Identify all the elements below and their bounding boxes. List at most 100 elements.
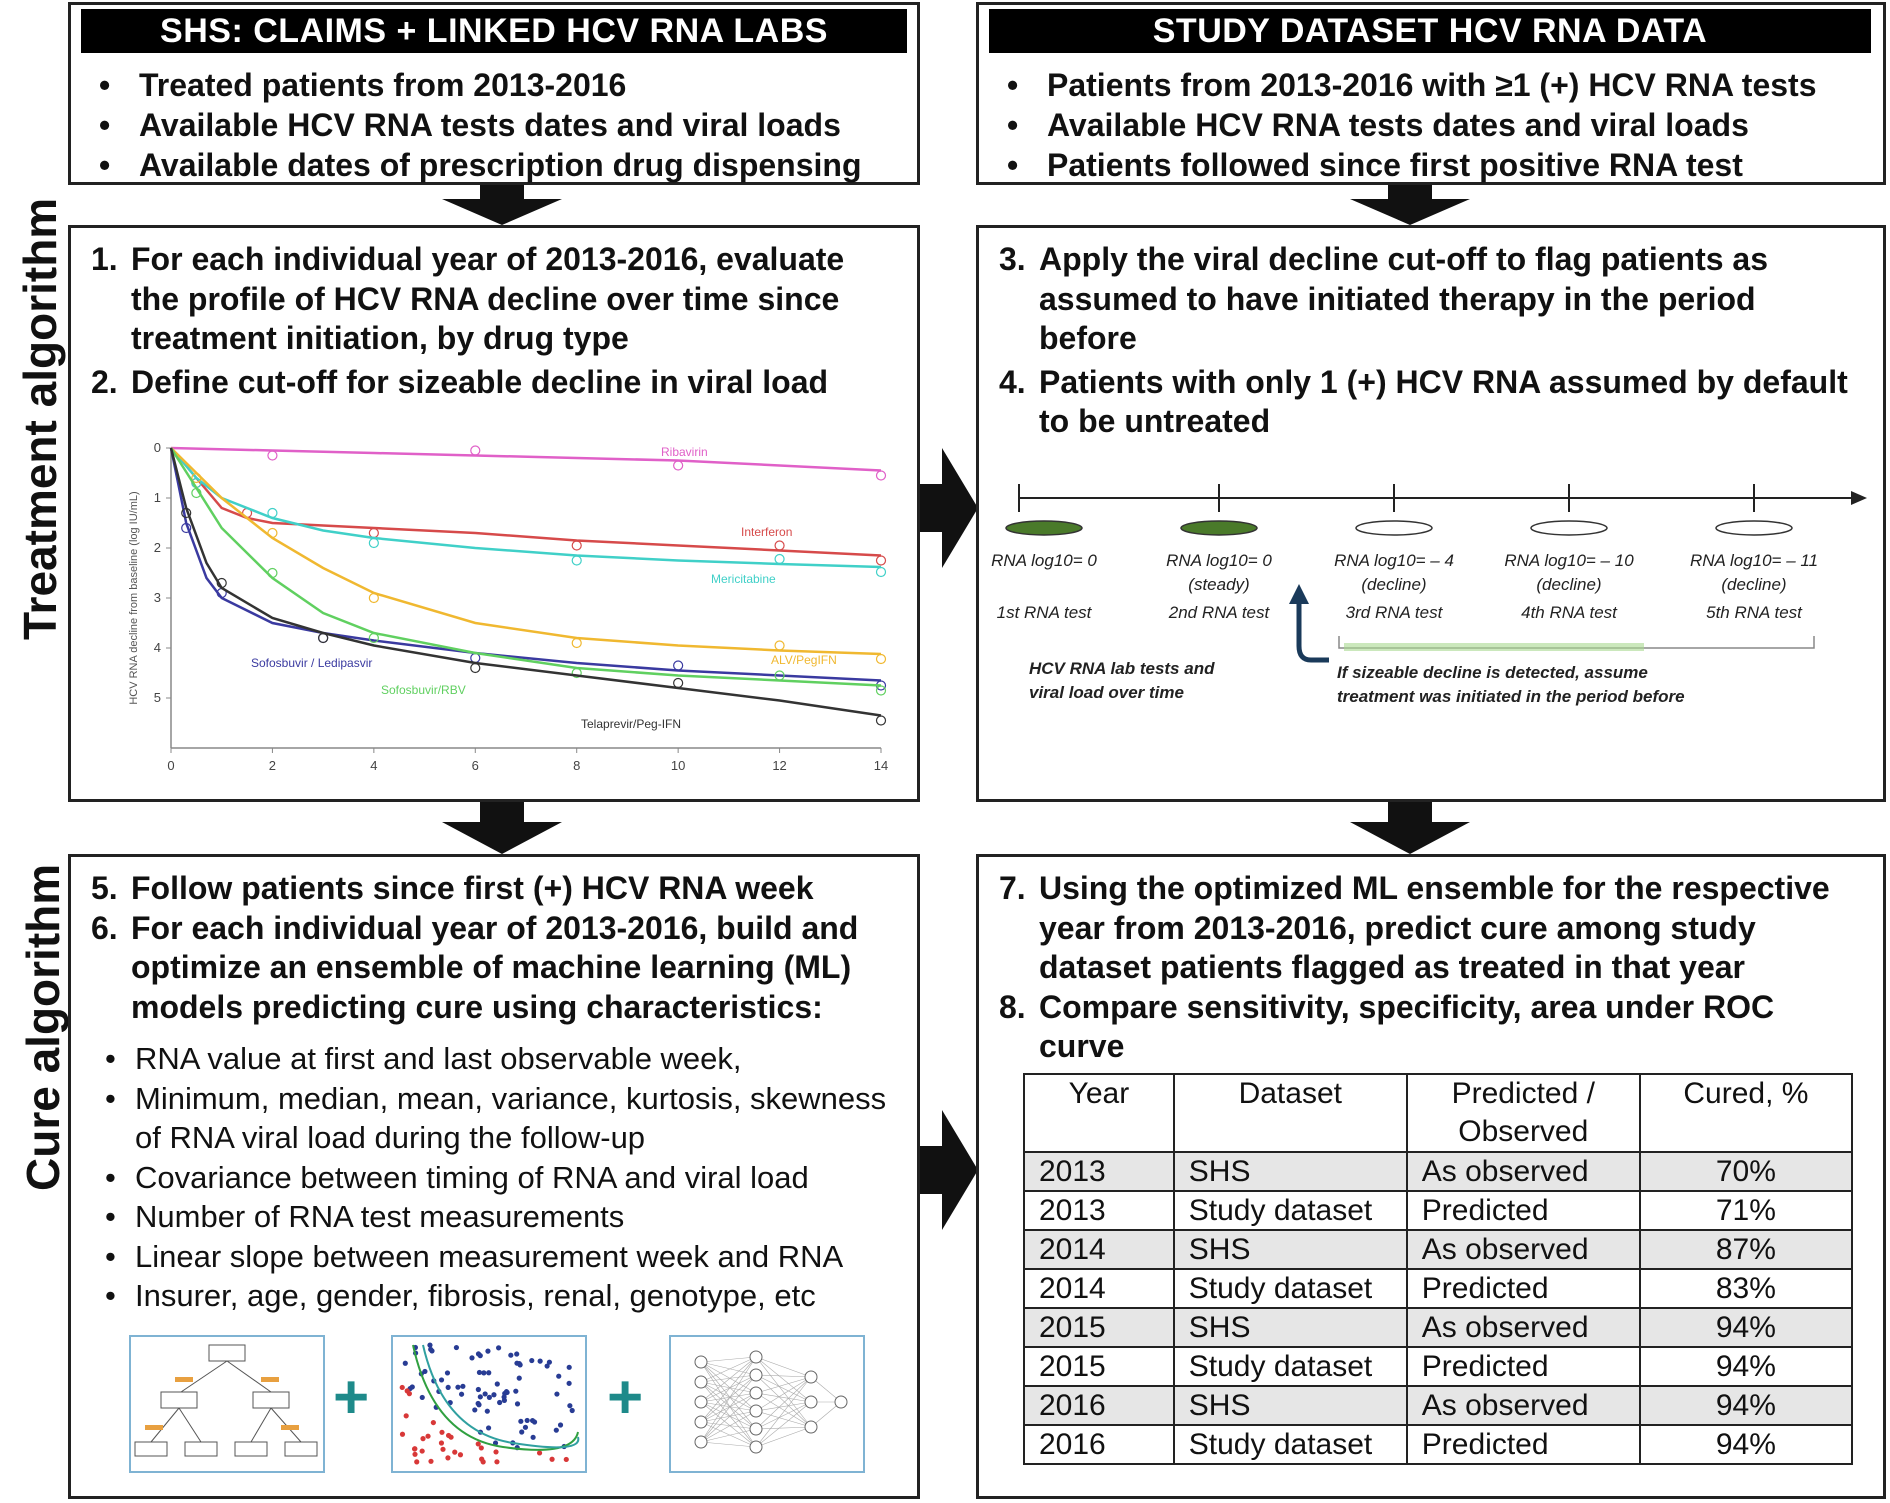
scatter-dot (486, 1370, 492, 1376)
scatter-dot (458, 1391, 465, 1397)
nn-edge (700, 1428, 757, 1443)
scatter-dot (485, 1425, 492, 1431)
x-tick-label: 12 (772, 758, 786, 773)
column-header: Dataset (1172, 1073, 1408, 1153)
nn-edge (700, 1361, 757, 1376)
scatter-dot (522, 1424, 529, 1430)
x-tick-label: 4 (370, 758, 377, 773)
scatter-dot (428, 1346, 434, 1353)
rna-test-label: 3rd RNA test (1346, 603, 1444, 622)
series-label: Telaprevir/Peg-IFN (581, 717, 681, 731)
scatter-dot (477, 1394, 483, 1400)
nn-edge (700, 1361, 757, 1448)
table-cell: 94% (1638, 1424, 1854, 1465)
nn-edge (700, 1361, 757, 1430)
scatter-dot (566, 1364, 572, 1370)
rna-test-label: 1st RNA test (997, 603, 1093, 622)
nn-edge (700, 1361, 757, 1394)
nn-edge (700, 1381, 757, 1412)
empty-test-marker (1355, 520, 1433, 536)
scatter-dot (519, 1429, 525, 1435)
data-point (470, 662, 481, 674)
scatter-dot (430, 1419, 436, 1426)
scatter-dot (457, 1452, 464, 1458)
nn-edge (755, 1374, 812, 1403)
scatter-dot (399, 1384, 405, 1391)
table-cell: As observed (1405, 1385, 1641, 1426)
data-point (774, 540, 785, 551)
series-label: Interferon (741, 525, 792, 539)
data-point (875, 555, 887, 566)
nn-edge (755, 1356, 812, 1428)
scatter-dot (517, 1362, 523, 1368)
scatter-dot (419, 1394, 425, 1401)
scatter-dot (494, 1381, 500, 1387)
scatter-dot (427, 1342, 433, 1348)
scatter-dot (530, 1434, 536, 1440)
table-cell: 2014 (1023, 1229, 1175, 1270)
empty-test-marker (1715, 520, 1793, 536)
shs-header: SHS: CLAIMS + LINKED HCV RNA LABS (81, 9, 907, 53)
scatter-dot (414, 1459, 420, 1465)
table-cell: Study dataset (1172, 1268, 1408, 1309)
step-text: Define cut-off for sizeable decline in v… (131, 363, 829, 400)
fit-curve (422, 1344, 580, 1449)
scatter-dot (524, 1417, 530, 1424)
data-point (368, 537, 379, 549)
feature-item: Minimum, median, mean, variance, kurtosi… (91, 1079, 911, 1158)
data-point (267, 507, 278, 519)
scatter-dot (514, 1351, 520, 1357)
table-cell: SHS (1172, 1229, 1408, 1270)
back-arrow-icon (1296, 600, 1329, 663)
series-label: ALV/PegIFN (771, 653, 837, 667)
numbered-step: 7.Using the optimized ML ensemble for th… (999, 869, 1859, 988)
scatter-dot (478, 1445, 484, 1451)
series-line (169, 447, 882, 717)
nn-edge (700, 1401, 757, 1430)
nn-edge (755, 1392, 812, 1428)
scatter-dot (492, 1440, 499, 1446)
scatter-dot (566, 1380, 572, 1386)
nn-edge (755, 1376, 812, 1394)
data-point (368, 592, 379, 604)
step-number: 7. (999, 870, 1026, 906)
y-tick-label: 1 (154, 490, 161, 505)
feature-item: Number of RNA test measurements (91, 1197, 911, 1237)
bullet-item: Treated patients from 2013-2016 (81, 65, 911, 105)
scatter-dot (495, 1345, 502, 1351)
nn-node (694, 1375, 708, 1389)
scatter-dot (475, 1400, 481, 1407)
nn-edge (755, 1426, 812, 1430)
plus-icon: + (607, 1363, 644, 1432)
scatter-dot (567, 1403, 573, 1409)
nn-edge (810, 1401, 842, 1428)
data-point (191, 487, 202, 499)
rna-status: (steady) (1188, 575, 1249, 594)
data-point (875, 470, 887, 481)
table-cell: Predicted (1405, 1346, 1641, 1387)
rna-value: RNA log10= – 10 (1504, 551, 1634, 570)
scatter-dot (428, 1458, 434, 1464)
bullet-item: Available HCV RNA tests dates and viral … (81, 105, 911, 145)
nn-node (749, 1368, 763, 1382)
rna-status: (decline) (1721, 575, 1786, 594)
table-cell: 2015 (1023, 1346, 1175, 1387)
series-line (169, 447, 882, 682)
feature-list: RNA value at first and last observable w… (91, 1039, 911, 1316)
scatter-dot (529, 1417, 536, 1424)
table-cell: 71% (1638, 1190, 1854, 1231)
data-point (673, 677, 684, 689)
table-cell: 2016 (1023, 1385, 1175, 1426)
study-data-box: STUDY DATASET HCV RNA DATA Patients from… (976, 2, 1886, 185)
down-arrow-icon (442, 802, 562, 854)
table-cell: As observed (1405, 1229, 1641, 1270)
data-point (267, 527, 278, 539)
scatter-dot (516, 1375, 522, 1381)
table-cell: 83% (1638, 1268, 1854, 1309)
scatter-dot (455, 1384, 461, 1390)
data-point (875, 653, 887, 665)
nn-edge (700, 1374, 757, 1443)
